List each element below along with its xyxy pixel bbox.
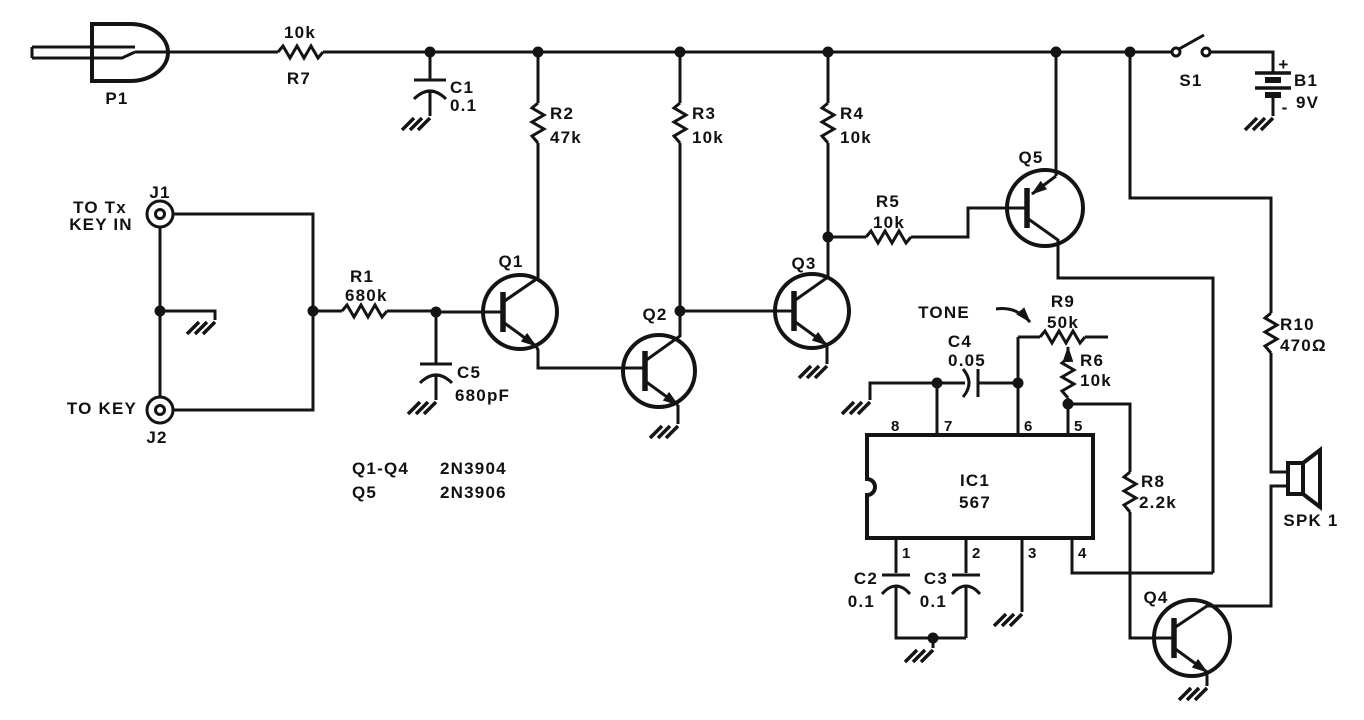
label-r5-ref: R5 [876, 192, 900, 211]
label-r3-value: 10k [692, 128, 724, 147]
note-transistor-refs-1: Q1-Q4 [352, 459, 409, 478]
label-p1-ref: P1 [105, 89, 128, 108]
ground-icon [1243, 116, 1275, 132]
label-j1-text2: KEY IN [69, 215, 133, 234]
label-ic1-pin8: 8 [891, 418, 900, 435]
label-r6-ref: R6 [1080, 351, 1104, 370]
jack-j2 [145, 395, 175, 425]
ground-icon [992, 612, 1024, 628]
ground-icon [840, 400, 872, 416]
label-r8-value: 2.2k [1139, 493, 1177, 512]
label-q1-ref: Q1 [498, 252, 523, 271]
label-ic1-pin7: 7 [944, 418, 953, 435]
label-b1-minus: - [1282, 98, 1289, 117]
plug-p1 [90, 22, 170, 83]
label-b1-value: 9V [1296, 93, 1319, 112]
label-r1-value: 680k [345, 286, 388, 305]
label-c3-value: 0.1 [920, 592, 947, 611]
label-ic1-pin4: 4 [1078, 545, 1087, 562]
label-j2-ref: J2 [146, 428, 167, 447]
ground-icon [185, 320, 217, 336]
label-r2-ref: R2 [550, 104, 574, 123]
label-r10-value: 470Ω [1280, 336, 1327, 355]
label-ic1-pin2: 2 [972, 545, 981, 562]
ground-icon [1177, 686, 1209, 702]
label-ic1-ref: IC1 [960, 471, 990, 490]
transistor-q4 [1152, 598, 1232, 678]
label-q4-ref: Q4 [1143, 588, 1168, 607]
transistor-q5 [1005, 168, 1085, 248]
capacitor-curved-plates [412, 89, 982, 596]
ic1-body [865, 433, 1095, 540]
label-c5-ref: C5 [457, 363, 481, 382]
label-r10-ref: R10 [1280, 315, 1315, 334]
label-c2-value: 0.1 [848, 592, 875, 611]
label-r4-value: 10k [840, 128, 872, 147]
label-b1-plus: + [1278, 55, 1289, 74]
label-q5-ref: Q5 [1018, 148, 1043, 167]
label-r9-value: 50k [1047, 313, 1079, 332]
transistor-q3 [773, 272, 851, 350]
label-j1-ref: J1 [149, 183, 170, 202]
ground-icon [797, 364, 829, 380]
label-c5-value: 680pF [455, 386, 510, 405]
note-transistor-part-1: 2N3904 [440, 459, 507, 478]
label-r6-value: 10k [1080, 371, 1112, 390]
label-ic1-pin6: 6 [1024, 418, 1033, 435]
tone-pointer-arrow [995, 307, 1032, 324]
junction-dots [154, 46, 1136, 644]
speaker-spk1 [1286, 445, 1322, 512]
label-j2-text: TO KEY [67, 399, 137, 418]
label-ic1-pin3: 3 [1028, 545, 1037, 562]
ground-symbols [185, 116, 1275, 702]
switch-s1 [1170, 33, 1212, 58]
label-r1-ref: R1 [350, 267, 374, 286]
label-s1-ref: S1 [1179, 71, 1202, 90]
label-spk1-ref: SPK 1 [1283, 511, 1338, 530]
label-ic1-pin1: 1 [902, 545, 911, 562]
ground-icon [406, 400, 438, 416]
label-r8-ref: R8 [1141, 472, 1165, 491]
label-b1-ref: B1 [1294, 71, 1318, 90]
note-transistor-refs-2: Q5 [352, 483, 377, 502]
jack-j1 [145, 199, 175, 229]
labels: 10k R7 P1 C1 0.1 R2 47k R3 10k R4 10k R5… [67, 23, 1338, 611]
label-tone: TONE [918, 303, 970, 322]
label-c4-ref: C4 [948, 332, 972, 351]
label-c4-value: 0.05 [948, 351, 986, 370]
label-q3-ref: Q3 [791, 254, 816, 273]
label-c2-ref: C2 [854, 569, 878, 588]
label-ic1-pin5: 5 [1074, 418, 1083, 435]
ground-icon [903, 648, 935, 664]
ground-icon [400, 116, 432, 132]
label-c1-value: 0.1 [450, 96, 477, 115]
label-r5-value: 10k [873, 213, 905, 232]
label-r2-value: 47k [550, 128, 582, 147]
label-c1-ref: C1 [450, 78, 474, 97]
ground-icon [648, 424, 680, 440]
transistor-q2 [621, 333, 697, 409]
note-transistor-part-2: 2N3906 [440, 483, 507, 502]
label-r4-ref: R4 [840, 104, 864, 123]
label-r7-ref: R7 [287, 69, 311, 88]
label-c3-ref: C3 [924, 569, 948, 588]
transistor-q1 [481, 273, 559, 351]
label-q2-ref: Q2 [642, 305, 667, 324]
label-r7-value: 10k [284, 23, 316, 42]
battery-b1 [1255, 71, 1291, 98]
label-ic1-part: 567 [959, 493, 991, 512]
label-r9-ref: R9 [1051, 292, 1075, 311]
label-r3-ref: R3 [692, 104, 716, 123]
resistor-zigzags [276, 43, 1280, 513]
label-j1-text1: TO Tx [73, 198, 127, 217]
